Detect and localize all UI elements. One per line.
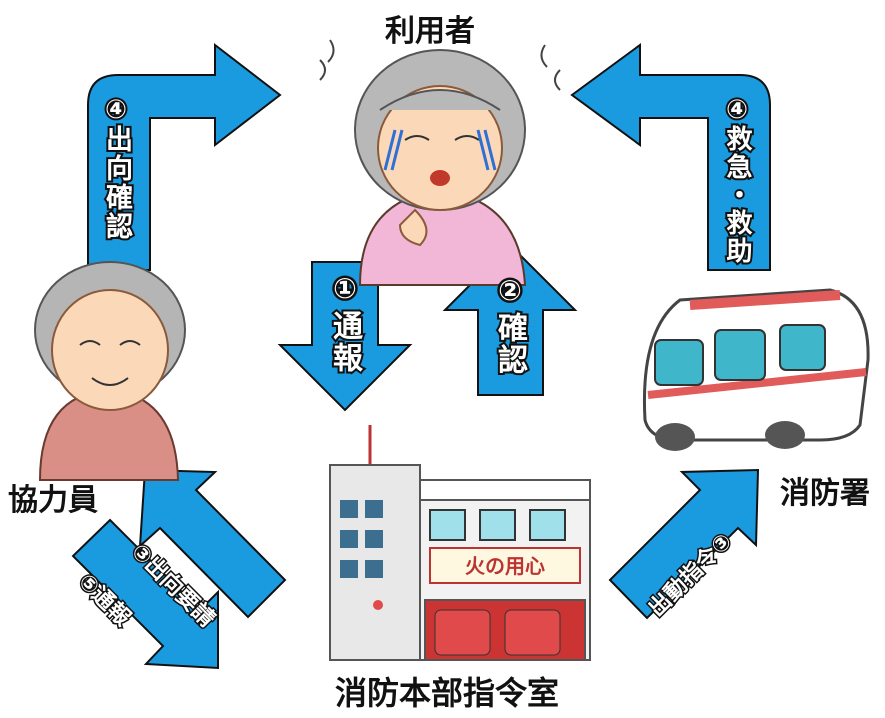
ambulance-illustration (642, 288, 870, 451)
building-sign: 火の用心 (465, 554, 545, 578)
cooperator-illustration (34, 261, 186, 481)
arrow-rescue-num: ④ (720, 93, 754, 129)
arrow-dispatch-check-text: 出向確認 (99, 123, 134, 243)
command-room-label: 消防本部指令室 (335, 674, 560, 712)
arrow-dispatch-check-num: ④ (99, 93, 133, 129)
user-illustration (319, 39, 561, 286)
arrow-confirm-text: 確認 (490, 310, 529, 378)
fire-station-label: 消防署 (780, 476, 870, 511)
arrow-dispatch-order (608, 468, 760, 620)
cooperator-label: 協力員 (8, 483, 98, 518)
user-label: 利用者 (385, 14, 475, 49)
command-room-building (329, 425, 591, 661)
arrow-confirm-num: ② (498, 274, 522, 307)
arrow-report2 (71, 518, 219, 670)
arrow-request (138, 468, 287, 619)
arrow-rescue-text: 救急・救助 (720, 123, 754, 267)
arrow-rescue (570, 43, 771, 271)
arrow-report-num: ① (333, 272, 357, 305)
arrow-report-text: 通報 (325, 308, 364, 376)
arrow-dispatch-check (87, 42, 282, 271)
